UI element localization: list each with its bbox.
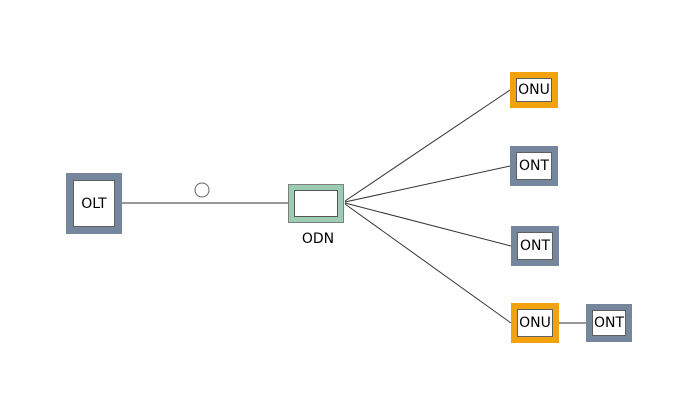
node-odn [288, 184, 344, 223]
node-ont-upper-label: ONT [518, 158, 550, 174]
fiber-loop-icon [194, 182, 210, 198]
connector-odn-ont-lower [344, 202, 512, 247]
node-ont-end-label: ONT [593, 315, 625, 331]
node-olt-label: OLT [81, 195, 107, 212]
node-ont-lower: ONT [511, 226, 559, 266]
node-ont-end: ONT [586, 304, 632, 342]
connector-odn-ont-upper [344, 165, 511, 203]
connector-odn-onu-bottom [344, 203, 512, 324]
odn-splitter-shape [294, 190, 338, 217]
node-onu-top-label: ONU [518, 82, 550, 98]
node-odn-caption: ODN [301, 231, 335, 247]
node-ont-upper: ONT [510, 146, 558, 186]
node-onu-top: ONU [510, 72, 558, 108]
connector-odn-onu-top [344, 89, 511, 202]
node-onu-bottom-label: ONU [519, 315, 551, 331]
node-onu-bottom: ONU [511, 303, 559, 343]
node-ont-lower-label: ONT [519, 238, 551, 254]
node-olt: OLT [66, 173, 122, 234]
